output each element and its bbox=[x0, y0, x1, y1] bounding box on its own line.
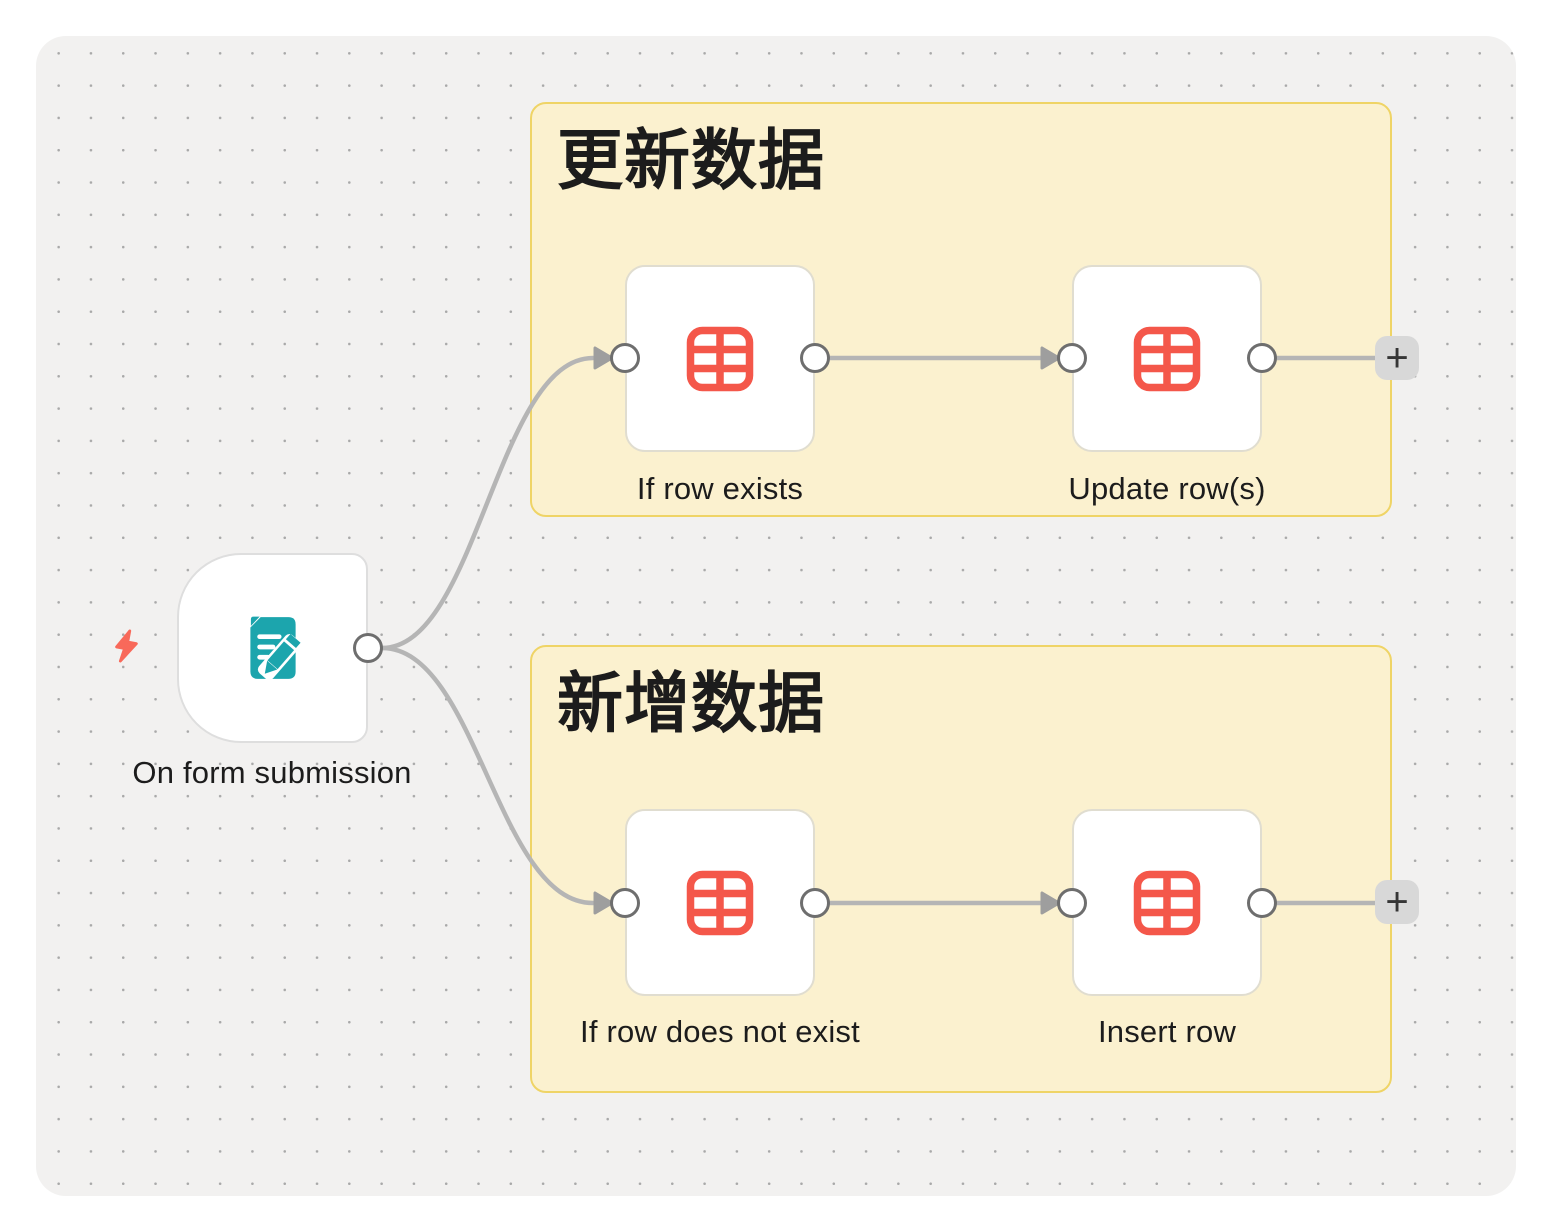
table-grid-icon bbox=[686, 870, 754, 935]
add-node-button-insert-branch[interactable]: + bbox=[1375, 880, 1419, 924]
group-title-insert-data: 新增数据 bbox=[557, 666, 825, 740]
node-label-if-row-exists: If row exists bbox=[636, 471, 804, 506]
lightning-bolt-icon bbox=[115, 629, 138, 663]
node-if-row-exists[interactable] bbox=[625, 265, 815, 452]
plus-icon: + bbox=[1385, 880, 1409, 924]
node-label-insert-row: Insert row bbox=[1097, 1014, 1237, 1049]
node-label-if-row-does-not-exist: If row does not exist bbox=[580, 1014, 860, 1049]
node-update-rows[interactable] bbox=[1072, 265, 1262, 452]
form-edit-icon bbox=[249, 616, 301, 680]
add-node-button-update-branch[interactable]: + bbox=[1375, 336, 1419, 380]
table-grid-icon bbox=[1133, 326, 1201, 391]
node-if-row-does-not-exist[interactable] bbox=[625, 809, 815, 996]
table-grid-icon bbox=[686, 326, 754, 391]
workflow-canvas[interactable]: 更新数据 新增数据 bbox=[36, 36, 1516, 1196]
trigger-node-on-form-submission[interactable] bbox=[177, 553, 368, 743]
node-label-update-rows: Update row(s) bbox=[1068, 471, 1266, 506]
table-grid-icon bbox=[1133, 870, 1201, 935]
group-title-update-data: 更新数据 bbox=[557, 123, 825, 197]
node-insert-row[interactable] bbox=[1072, 809, 1262, 996]
trigger-node-label: On form submission bbox=[132, 755, 412, 790]
plus-icon: + bbox=[1385, 336, 1409, 380]
